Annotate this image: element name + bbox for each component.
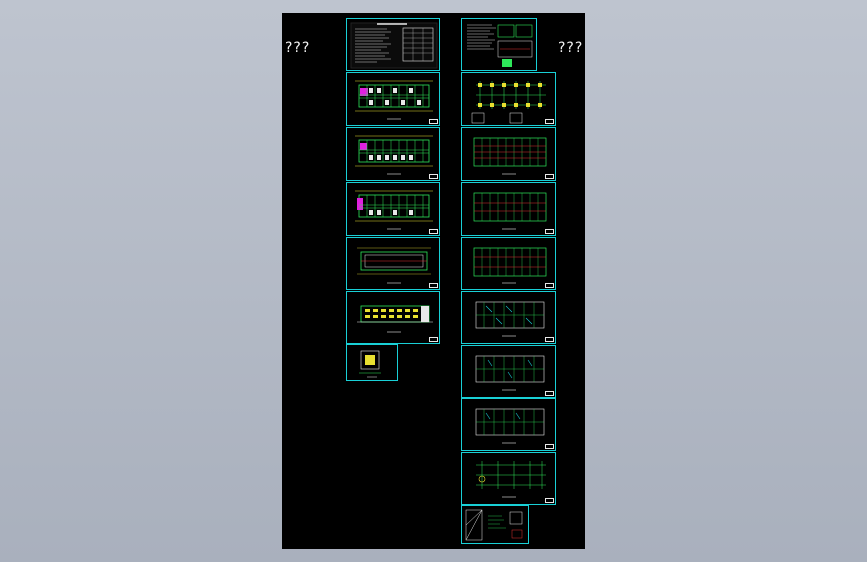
- left-column-label: ???: [285, 40, 311, 56]
- right-column-label: ???: [558, 40, 584, 56]
- notes-sheet-drawing: [350, 22, 438, 69]
- floor-plan-3-drawing: [355, 190, 433, 230]
- beam-plan-3-drawing: [473, 247, 547, 284]
- sheet-beam-plan-3[interactable]: [461, 237, 556, 290]
- sheet-structure-notes[interactable]: [461, 18, 537, 71]
- title-block: [429, 337, 438, 342]
- floor-plan-2-drawing: [355, 135, 433, 175]
- slab-plan-1-drawing: [475, 301, 545, 337]
- beam-plan-2-drawing: [473, 192, 547, 230]
- foundation-plan-drawing: [471, 81, 546, 124]
- title-block: [545, 119, 554, 124]
- detail-drawing: [359, 350, 381, 378]
- sheet-floor-plan-3[interactable]: [346, 182, 440, 236]
- structure-notes-drawing: [467, 24, 533, 67]
- title-block: [545, 283, 554, 288]
- column-grid-drawing: [476, 461, 546, 498]
- title-block: [429, 283, 438, 288]
- beam-plan-1-drawing: [473, 137, 547, 175]
- title-block: [429, 119, 438, 124]
- slab-plan-3-drawing: [475, 408, 545, 444]
- floor-plan-1-drawing: [355, 80, 433, 120]
- sheet-slab-plan-1[interactable]: [461, 291, 556, 344]
- slab-plan-2-drawing: [475, 355, 545, 391]
- sheet-elevation[interactable]: [346, 291, 440, 344]
- title-block: [429, 229, 438, 234]
- sheet-beam-plan-1[interactable]: [461, 127, 556, 181]
- title-block: [545, 174, 554, 179]
- title-block: [545, 391, 554, 396]
- sheet-roof-plan[interactable]: [346, 237, 440, 290]
- sheet-slab-plan-2[interactable]: [461, 345, 556, 398]
- sheet-slab-plan-3[interactable]: [461, 398, 556, 451]
- stair-detail-drawing: [465, 509, 523, 541]
- title-block: [545, 337, 554, 342]
- sheet-detail[interactable]: [346, 344, 398, 381]
- title-block: [545, 229, 554, 234]
- sheet-beam-plan-2[interactable]: [461, 182, 556, 236]
- roof-plan-drawing: [357, 247, 431, 284]
- sheet-floor-plan-1[interactable]: [346, 72, 440, 126]
- elevation-drawing: [357, 305, 433, 333]
- sheet-architecture-notes[interactable]: [346, 18, 440, 71]
- sheet-foundation-plan[interactable]: [461, 72, 556, 126]
- title-block: [545, 498, 554, 503]
- sheet-column-grid[interactable]: [461, 452, 556, 505]
- sheet-floor-plan-2[interactable]: [346, 127, 440, 181]
- sheet-stair-detail[interactable]: [461, 505, 529, 544]
- title-block: [545, 444, 554, 449]
- title-block: [429, 174, 438, 179]
